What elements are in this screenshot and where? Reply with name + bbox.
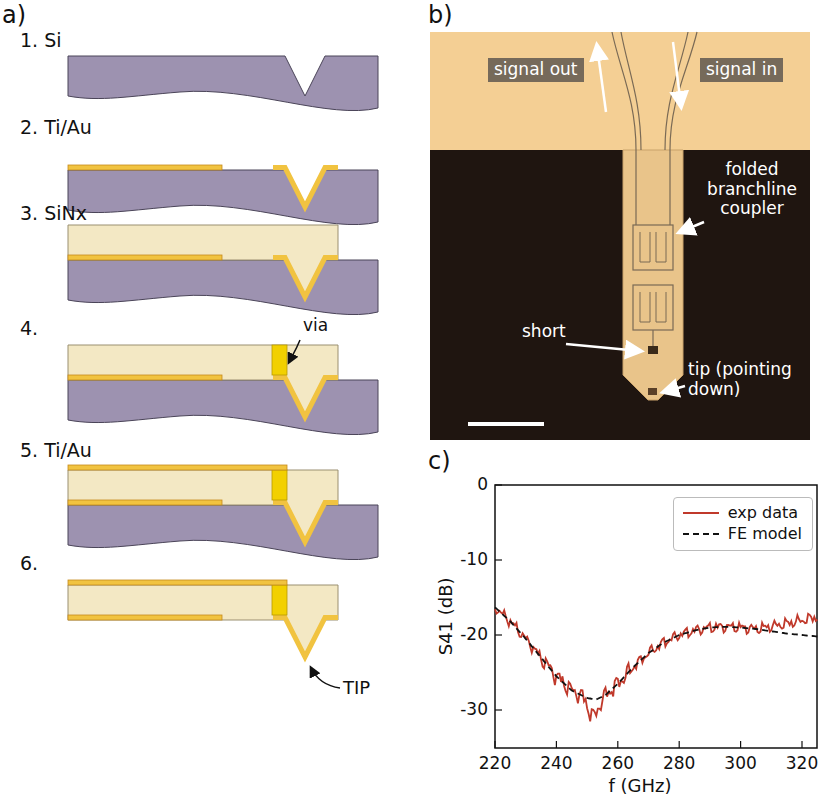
- legend-text: FE model: [728, 524, 802, 545]
- gold-layer: [68, 580, 287, 585]
- sinx-layer: [68, 225, 338, 300]
- cross-section: [68, 56, 378, 111]
- x-tick: [617, 741, 618, 748]
- legend-line-sample: [683, 512, 719, 514]
- tick-label: 300: [724, 754, 756, 774]
- legend-text: exp data: [728, 503, 798, 524]
- gold-tip: [273, 618, 338, 658]
- step-label: 6.: [20, 553, 38, 575]
- panel-letter: b): [428, 2, 453, 30]
- y-tick: [495, 634, 502, 635]
- y-tick: [495, 709, 502, 710]
- legend-line-sample: [683, 533, 719, 535]
- exp-curve: [495, 609, 817, 721]
- tick-label: 220: [479, 754, 511, 774]
- via-pointer: [289, 340, 300, 362]
- cross-section: [68, 165, 378, 225]
- x-tick: [494, 741, 495, 748]
- legend-box: exp dataFE model: [673, 497, 813, 551]
- gold-layer: [68, 165, 222, 170]
- plot-curves: [495, 607, 817, 721]
- axis-title: S41 (dB): [436, 577, 457, 655]
- x-tick: [556, 741, 557, 748]
- tick-label: 240: [540, 754, 572, 774]
- part-label: TIP: [343, 678, 370, 699]
- tick-label: -10: [460, 550, 488, 570]
- cross-section: [68, 345, 378, 435]
- signal-label: signal in: [700, 58, 783, 82]
- part-label: short: [522, 322, 566, 342]
- gold-tip: [273, 258, 338, 298]
- via-fill: [272, 345, 287, 375]
- silicon-wafer: [68, 380, 378, 435]
- silicon-wafer: [68, 260, 378, 315]
- tick-label: 280: [663, 754, 695, 774]
- gold-layer: [68, 615, 222, 620]
- sinx-layer: [68, 345, 338, 420]
- y-tick: [495, 484, 502, 485]
- tip-pointer: [311, 668, 340, 688]
- gold-tip: [273, 168, 338, 208]
- gold-layer: [68, 465, 287, 470]
- model-curve: [495, 607, 817, 699]
- gold-layer: [68, 375, 222, 380]
- step-label: 2. Ti/Au: [20, 117, 92, 139]
- legend-row: exp data: [682, 503, 802, 524]
- cross-section: [68, 465, 378, 560]
- step-label: 1. Si: [20, 30, 62, 52]
- tick-label: 320: [786, 754, 818, 774]
- cross-section: [68, 225, 378, 315]
- legend-row: FE model: [682, 524, 802, 545]
- via-fill: [272, 470, 287, 500]
- part-label: folded branchline coupler: [700, 160, 804, 219]
- gold-tip: [273, 503, 338, 543]
- step-label: 5. Ti/Au: [20, 440, 92, 462]
- process-steps: [68, 56, 378, 660]
- step-label: 3. SiNx: [20, 203, 87, 225]
- tick-label: -20: [460, 625, 488, 645]
- axis-title: f (GHz): [608, 776, 671, 797]
- tick-label: 0: [477, 475, 488, 495]
- panel-letter: a): [2, 2, 26, 30]
- gold-tip: [273, 378, 338, 418]
- tick-label: -30: [460, 700, 488, 720]
- silicon-wafer: [68, 56, 378, 111]
- part-label: via: [303, 316, 328, 336]
- legend-line: [682, 508, 720, 518]
- step-label: 4.: [20, 318, 38, 340]
- gold-layer: [68, 255, 222, 260]
- x-tick: [740, 741, 741, 748]
- signal-label: signal out: [488, 58, 584, 82]
- panel-letter: c): [428, 448, 451, 476]
- x-tick: [679, 741, 680, 748]
- sinx-layer: [68, 470, 338, 545]
- gold-layer: [68, 500, 222, 505]
- sinx-layer: [68, 585, 338, 660]
- part-label: tip (pointing down): [688, 360, 823, 399]
- cross-section: [68, 580, 338, 660]
- x-tick: [801, 741, 802, 748]
- silicon-wafer: [68, 170, 378, 225]
- plot-frame: [495, 485, 817, 748]
- silicon-wafer: [68, 505, 378, 560]
- y-tick: [495, 559, 502, 560]
- legend-line: [682, 529, 720, 539]
- tick-label: 260: [602, 754, 634, 774]
- via-fill: [272, 585, 287, 615]
